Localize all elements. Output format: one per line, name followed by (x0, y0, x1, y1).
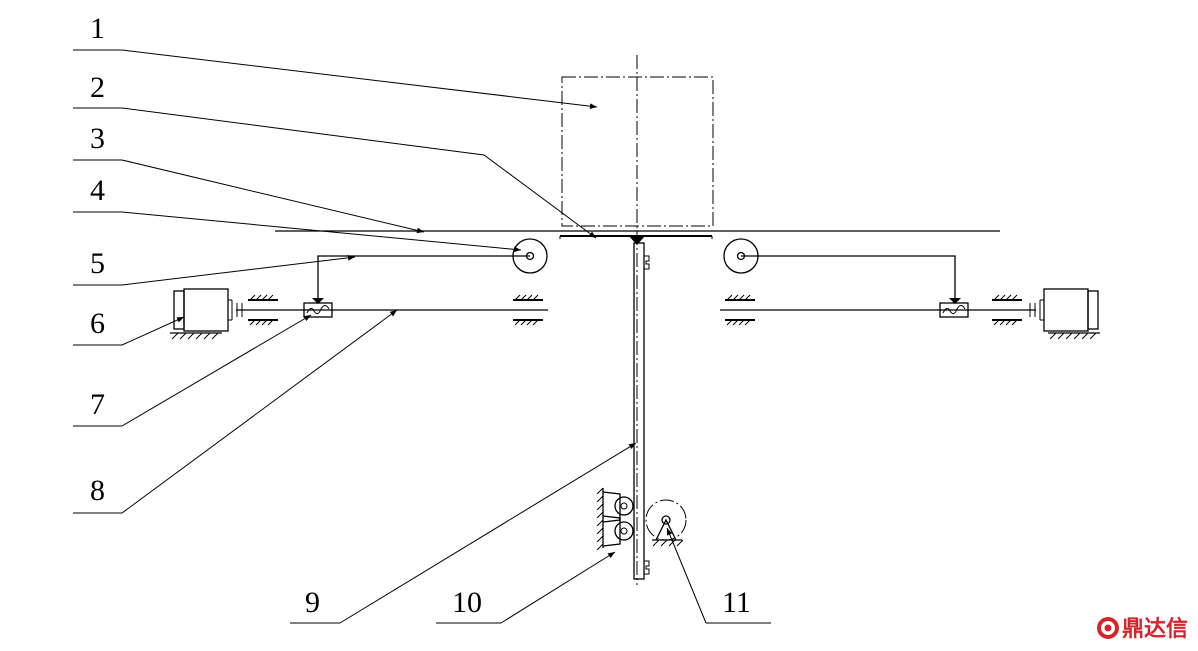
label-5: 5 (73, 247, 122, 286)
bearing-left-inner (513, 294, 543, 326)
leader-lines (121, 49, 707, 624)
label-1: 1 (73, 12, 122, 51)
watermark-logo: 鼎达信 (1097, 616, 1188, 642)
part-7-nut-left (303, 298, 333, 318)
label-6: 6 (73, 307, 122, 346)
part-6-motor-right (1039, 288, 1100, 340)
svg-text:11: 11 (722, 586, 751, 619)
part-5-pulley-right (723, 238, 956, 298)
svg-text:3: 3 (90, 122, 105, 155)
part-11-pinion-gear (645, 499, 687, 547)
svg-text:5: 5 (90, 247, 105, 280)
label-7: 7 (73, 388, 122, 427)
svg-text:6: 6 (90, 307, 105, 340)
label-4: 4 (73, 174, 122, 213)
bearing-right-inner (725, 294, 755, 326)
svg-text:7: 7 (90, 388, 105, 421)
svg-text:8: 8 (90, 474, 105, 507)
svg-text:10: 10 (452, 586, 482, 619)
label-2: 2 (73, 71, 122, 109)
svg-text:4: 4 (90, 174, 105, 207)
bearing-right-outer (992, 294, 1036, 326)
label-10: 10 (436, 586, 501, 624)
part-6-motor-left (170, 288, 233, 340)
part-9-rack (629, 236, 650, 580)
svg-text:1: 1 (90, 12, 105, 45)
label-8: 8 (73, 474, 122, 514)
label-11: 11 (706, 586, 771, 624)
label-3: 3 (73, 122, 122, 161)
bearing-left-outer (236, 294, 278, 326)
part-7-nut-right (939, 298, 969, 318)
svg-text:9: 9 (305, 586, 320, 619)
svg-text:鼎达信: 鼎达信 (1122, 616, 1188, 642)
label-9: 9 (290, 586, 340, 624)
part-5-pulley-left (317, 238, 548, 298)
svg-text:2: 2 (90, 71, 105, 104)
part-10-guide-rollers (596, 487, 634, 551)
